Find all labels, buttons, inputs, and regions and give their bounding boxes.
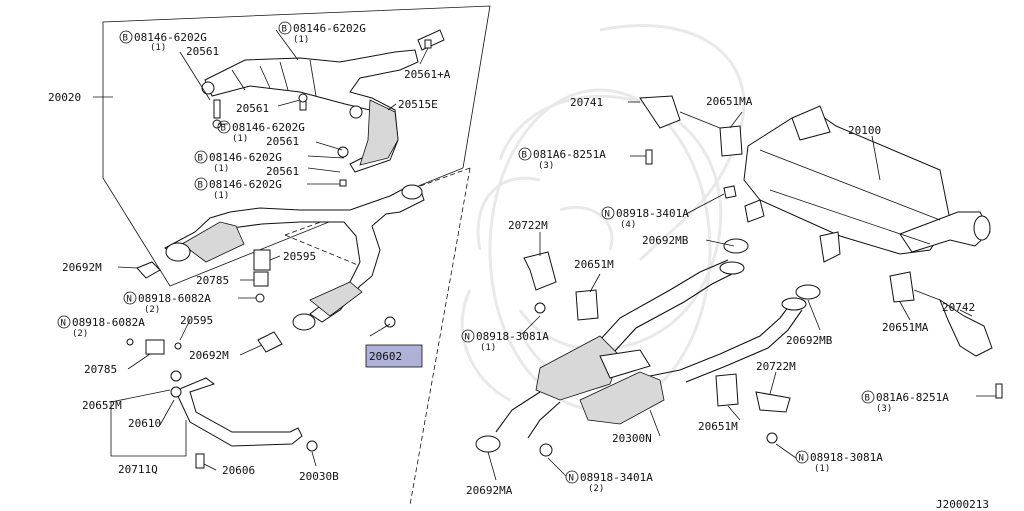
qty-k: (3) (876, 404, 892, 414)
label-20561-d[interactable]: 20561 (266, 165, 299, 178)
main-muffler-20100 (743, 105, 991, 263)
qty-e: (1) (213, 191, 229, 201)
label-20515e[interactable]: 20515E (398, 98, 438, 111)
qty-m: (2) (588, 484, 604, 494)
label-20595-a[interactable]: 20595 (283, 250, 316, 263)
b-marker-1: B (123, 34, 128, 44)
n-marker-5: N (799, 454, 804, 464)
label-20692m-b[interactable]: 20692M (189, 349, 229, 362)
qty-f: (2) (144, 305, 160, 315)
highlight-20602-box[interactable] (365, 344, 423, 368)
right-leaders (487, 101, 996, 481)
n-marker-6: N (569, 474, 574, 484)
label-081a6-8251a-a[interactable]: 081A6-8251A (533, 148, 606, 161)
qty-a: (1) (150, 43, 166, 53)
label-20602[interactable]: 20602 (369, 350, 402, 363)
front-tube-dashed-box (409, 167, 471, 506)
label-20652m[interactable]: 20652M (82, 399, 122, 412)
label-20595-b[interactable]: 20595 (180, 314, 213, 327)
label-08918-3401a-b[interactable]: 08918-3401A (580, 471, 653, 484)
label-20785-b[interactable]: 20785 (84, 363, 117, 376)
label-08146-6202g-a[interactable]: 08146-6202G (134, 31, 207, 44)
label-20722m-b[interactable]: 20722M (756, 360, 796, 373)
label-20692m-a[interactable]: 20692M (62, 261, 102, 274)
label-08918-3401a-a[interactable]: 08918-3401A (616, 207, 689, 220)
label-20785-a[interactable]: 20785 (196, 274, 229, 287)
left-leaders (110, 255, 391, 471)
b-marker-4: B (198, 154, 203, 164)
label-20606[interactable]: 20606 (222, 464, 255, 477)
n-marker-4: N (465, 333, 470, 343)
label-20651m-a[interactable]: 20651M (574, 258, 614, 271)
label-20100[interactable]: 20100 (848, 124, 881, 137)
qty-c: (1) (232, 134, 248, 144)
label-08918-3081a-b[interactable]: 08918-3081A (810, 451, 883, 464)
label-08146-6202g-b[interactable]: 08146-6202G (293, 22, 366, 35)
b-marker-3: B (221, 124, 226, 134)
center-pipe-20300n (475, 238, 821, 457)
label-20741[interactable]: 20741 (570, 96, 603, 109)
b-marker-2: B (282, 25, 287, 35)
n-marker-1: N (127, 295, 132, 305)
label-20651m-b[interactable]: 20651M (698, 420, 738, 433)
label-20610[interactable]: 20610 (128, 417, 161, 430)
label-20561-a[interactable]: 20561 (186, 45, 219, 58)
qty-b: (1) (293, 35, 309, 45)
front-small-parts (126, 249, 396, 355)
label-08146-6202g-e[interactable]: 08146-6202G (209, 178, 282, 191)
upper-leaders (179, 29, 429, 185)
label-08918-3081a-a[interactable]: 08918-3081A (476, 330, 549, 343)
callout-markers: B B B B B N N B N N B N N (57, 21, 875, 484)
label-20020[interactable]: 20020 (48, 91, 81, 104)
qty-i: (4) (620, 220, 636, 230)
label-20030b[interactable]: 20030B (299, 470, 339, 483)
b-marker-5: B (198, 181, 203, 191)
label-20561-b[interactable]: 20561 (236, 102, 269, 115)
qty-g: (2) (72, 329, 88, 339)
label-20722m-a[interactable]: 20722M (508, 219, 548, 232)
label-20692ma[interactable]: 20692MA (466, 484, 513, 497)
rear-hangers (523, 95, 1003, 444)
b-marker-6: B (522, 151, 527, 161)
label-20651ma-b[interactable]: 20651MA (882, 321, 929, 334)
front-tube-20020 (164, 184, 425, 331)
front-tube-group-box (102, 5, 491, 287)
label-20651ma-a[interactable]: 20651MA (706, 95, 753, 108)
qty-l: (1) (814, 464, 830, 474)
part-labels: 20020 08146-6202G (1) 20561 08146-6202G … (48, 22, 989, 511)
label-20561-c[interactable]: 20561 (266, 135, 299, 148)
qty-h: (3) (538, 161, 554, 171)
label-20300n[interactable]: 20300N (612, 432, 652, 445)
label-20692mb-a[interactable]: 20692MB (642, 234, 689, 247)
b-marker-7: B (865, 394, 870, 404)
label-20692mb-b[interactable]: 20692MB (786, 334, 833, 347)
label-08146-6202g-d[interactable]: 08146-6202G (209, 151, 282, 164)
bracket-20711q (170, 370, 318, 469)
label-20711q[interactable]: 20711Q (118, 463, 158, 476)
qty-d: (1) (213, 164, 229, 174)
diagram-code: J2000213 (936, 498, 989, 511)
label-081a6-8251a-b[interactable]: 081A6-8251A (876, 391, 949, 404)
n-marker-3: N (605, 210, 610, 220)
n-marker-2: N (61, 319, 66, 329)
label-08918-6082a-b[interactable]: 08918-6082A (72, 316, 145, 329)
label-20742[interactable]: 20742 (942, 301, 975, 314)
label-08918-6082a-a[interactable]: 08918-6082A (138, 292, 211, 305)
label-20561-plus-a[interactable]: 20561+A (404, 68, 451, 81)
label-08146-6202g-c[interactable]: 08146-6202G (232, 121, 305, 134)
qty-j: (1) (480, 343, 496, 353)
